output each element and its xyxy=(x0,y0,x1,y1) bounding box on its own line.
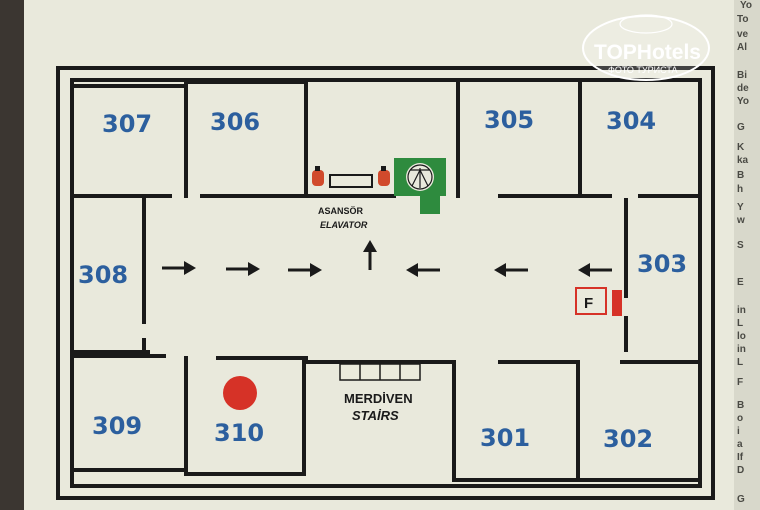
fire-extinguisher-icon xyxy=(312,166,324,186)
svg-text:Yo: Yo xyxy=(737,96,749,107)
svg-text:F: F xyxy=(737,377,743,388)
exit-arrows xyxy=(162,240,612,277)
svg-text:o: o xyxy=(737,413,743,424)
svg-text:G: G xyxy=(737,494,745,505)
fire-hose-icon xyxy=(612,290,622,316)
svg-text:E: E xyxy=(737,277,744,288)
svg-text:in: in xyxy=(737,305,746,316)
room-308-number: 308 xyxy=(78,261,128,289)
tophotels-watermark: TOPHotels ФОТО ТУРИСТА xyxy=(582,14,710,81)
room-310-number: 310 xyxy=(214,419,264,447)
svg-text:L: L xyxy=(737,318,743,329)
svg-text:B: B xyxy=(737,400,744,411)
svg-text:L: L xyxy=(737,357,743,368)
watermark-brand: TOPHotels xyxy=(594,41,701,64)
arrow-left-icon xyxy=(578,263,612,277)
svg-text:S: S xyxy=(737,240,744,251)
svg-text:lo: lo xyxy=(737,331,746,342)
inner-frame xyxy=(70,78,702,488)
room-309-number: 309 xyxy=(92,412,142,440)
svg-text:G: G xyxy=(737,122,745,133)
elevator-icon xyxy=(394,158,446,214)
svg-text:ka: ka xyxy=(737,155,749,166)
arrow-left-icon xyxy=(406,263,440,277)
svg-text:D: D xyxy=(737,465,744,476)
info-panel xyxy=(734,0,760,510)
svg-text:in: in xyxy=(737,344,746,355)
arrow-right-icon xyxy=(226,262,260,276)
room-303-number: 303 xyxy=(637,250,687,278)
svg-text:Al: Al xyxy=(737,42,747,53)
stairs-label-en: STAİRS xyxy=(352,408,399,423)
room-301-number: 301 xyxy=(480,424,530,452)
svg-text:If: If xyxy=(737,452,744,463)
svg-text:a: a xyxy=(737,439,743,450)
room-305-number: 305 xyxy=(484,106,534,134)
walls-side xyxy=(70,194,702,364)
svg-text:Y: Y xyxy=(737,202,744,213)
outer-frame xyxy=(56,66,715,500)
svg-text:K: K xyxy=(737,142,745,153)
watermark-caption: ФОТО ТУРИСТА xyxy=(608,65,678,75)
elevator-label-tr: ASANSÖR xyxy=(318,206,364,216)
fire-extinguisher-icon xyxy=(378,166,390,186)
svg-text:i: i xyxy=(737,426,740,437)
svg-text:To: To xyxy=(737,14,748,25)
elevator-door xyxy=(329,174,373,188)
svg-text:Bi: Bi xyxy=(737,70,747,81)
svg-text:ve: ve xyxy=(737,29,749,40)
room-307-number: 307 xyxy=(102,110,152,138)
elevator: ASANSÖR ELAVATOR xyxy=(312,158,446,230)
stairs-label-tr: MERDİVEN xyxy=(344,391,413,406)
stairs-steps xyxy=(339,363,421,381)
svg-text:w: w xyxy=(736,215,745,226)
fire-cabinet-label: F xyxy=(584,295,593,312)
room-304-number: 304 xyxy=(606,107,656,135)
elevator-label-en: ELAVATOR xyxy=(320,220,368,230)
arrow-right-icon xyxy=(162,261,196,275)
room-302-number: 302 xyxy=(603,425,653,453)
svg-text:h: h xyxy=(737,184,743,195)
you-are-here-marker xyxy=(223,376,257,410)
svg-text:de: de xyxy=(737,83,749,94)
info-panel-text: Yo To ve Al Bi de Yo G K ka B h Y w S E … xyxy=(736,0,752,505)
arrow-left-icon xyxy=(494,263,528,277)
arrow-up-icon xyxy=(363,240,377,270)
walls-top xyxy=(70,78,702,198)
room-306-number: 306 xyxy=(210,108,260,136)
fire-cabinet: F xyxy=(575,287,622,316)
arrow-right-icon xyxy=(288,263,322,277)
svg-text:Yo: Yo xyxy=(740,0,752,11)
svg-text:B: B xyxy=(737,170,744,181)
walls-bottom xyxy=(70,354,702,482)
